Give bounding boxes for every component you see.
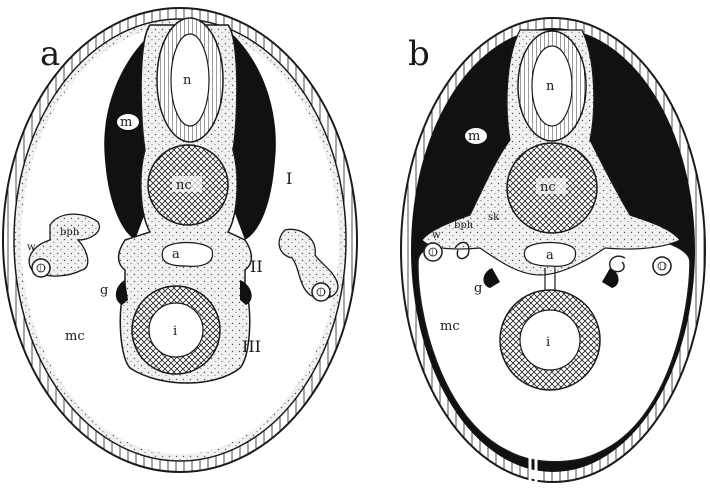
label-nc-a: nc bbox=[176, 178, 192, 193]
aorta-a bbox=[162, 243, 212, 267]
label-n-a: n bbox=[183, 73, 192, 88]
label-g-a: g bbox=[100, 283, 108, 298]
panel-b: b n m nc w bph sk a g mc i bbox=[401, 18, 705, 482]
panel-letter-a: a bbox=[40, 34, 60, 74]
panel-letter-b: b bbox=[408, 34, 430, 74]
label-i-a: i bbox=[173, 324, 177, 339]
label-a-b: a bbox=[546, 248, 554, 263]
label-m-b: m bbox=[468, 129, 480, 144]
label-bph-b: bph bbox=[454, 220, 474, 231]
panel-a: a n m nc I bph w a II g mc i III bbox=[3, 8, 357, 472]
label-a-a: a bbox=[172, 247, 180, 262]
label-III-a: III bbox=[242, 337, 261, 356]
label-II-a: II bbox=[250, 257, 263, 276]
label-I-a: I bbox=[286, 169, 292, 188]
label-g-b: g bbox=[474, 281, 482, 296]
label-w-b: w bbox=[432, 230, 441, 241]
label-nc-b: nc bbox=[540, 180, 556, 195]
label-mc-a: mc bbox=[65, 329, 85, 344]
label-w-a: w bbox=[27, 242, 36, 253]
label-mc-b: mc bbox=[440, 319, 460, 334]
label-n-b: n bbox=[546, 79, 555, 94]
label-i-b: i bbox=[546, 335, 550, 350]
label-sk-b: sk bbox=[488, 212, 500, 223]
label-bph-a: bph bbox=[60, 227, 80, 238]
label-m-a: m bbox=[120, 115, 132, 130]
